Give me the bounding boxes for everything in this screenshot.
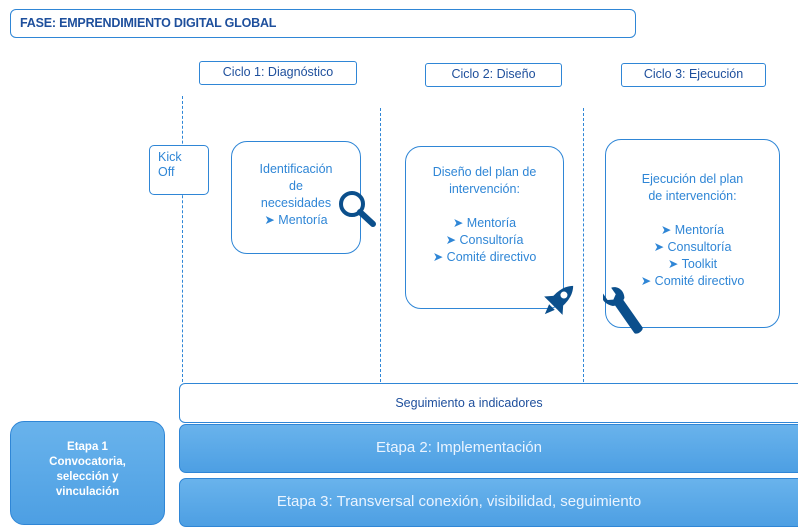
card-line: intervención: <box>449 182 520 196</box>
card-line: ➤ Consultoría <box>445 233 524 247</box>
etapa1-line: Convocatoria, <box>49 456 126 468</box>
card-line <box>606 205 779 222</box>
card-line <box>406 198 563 215</box>
divider-line <box>380 108 381 382</box>
etapa2-bar: Etapa 2: Implementación <box>179 424 798 473</box>
card-line: necesidades <box>260 196 332 210</box>
cycle-1-label: Ciclo 1: Diagnóstico <box>199 61 357 85</box>
etapa1-line: Etapa 1 <box>67 441 108 453</box>
card-ejecucion: Ejecución del plan de intervención: ➤ Me… <box>605 139 780 328</box>
cycle-2-label: Ciclo 2: Diseño <box>425 63 562 87</box>
etapa3-bar: Etapa 3: Transversal conexión, visibilid… <box>179 478 798 527</box>
wrench-icon <box>603 287 643 334</box>
seguimiento-bar: Seguimiento a indicadores <box>179 383 798 423</box>
etapa1-line: vinculación <box>55 486 120 498</box>
cycle-3-label: Ciclo 3: Ejecución <box>621 63 766 87</box>
card-line: ➤ Comité directivo <box>640 274 745 288</box>
card-line: ➤ Consultoría <box>653 240 732 254</box>
card-line: ➤ Mentoría <box>452 216 517 230</box>
card-line: de intervención: <box>648 189 737 203</box>
magnifier-icon <box>339 191 376 227</box>
card-line: Ejecución del plan <box>641 172 744 186</box>
divider-line <box>583 108 584 382</box>
card-line: Identificación <box>259 162 333 176</box>
etapa1-box: Etapa 1 Convocatoria, selección y vincul… <box>10 421 165 525</box>
card-diagnostico: Identificación de necesidades ➤ Mentoría <box>231 141 361 254</box>
rocket-icon <box>544 285 574 315</box>
card-line: ➤ Comité directivo <box>432 250 537 264</box>
kickoff-box: Kick Off <box>149 145 209 195</box>
card-line: ➤ Mentoría <box>660 223 725 237</box>
phase-title: FASE: EMPRENDIMIENTO DIGITAL GLOBAL <box>10 9 636 38</box>
card-line: Diseño del plan de <box>432 165 537 179</box>
card-line: ➤ Toolkit <box>667 257 718 271</box>
card-diseno: Diseño del plan de intervención: ➤ Mento… <box>405 146 564 309</box>
card-line: de <box>289 179 303 193</box>
etapa1-line: selección y <box>56 471 119 483</box>
kickoff-line: Off <box>158 165 175 179</box>
divider-line <box>182 96 183 382</box>
card-line: ➤ Mentoría <box>264 213 328 227</box>
kickoff-line: Kick <box>158 150 182 164</box>
